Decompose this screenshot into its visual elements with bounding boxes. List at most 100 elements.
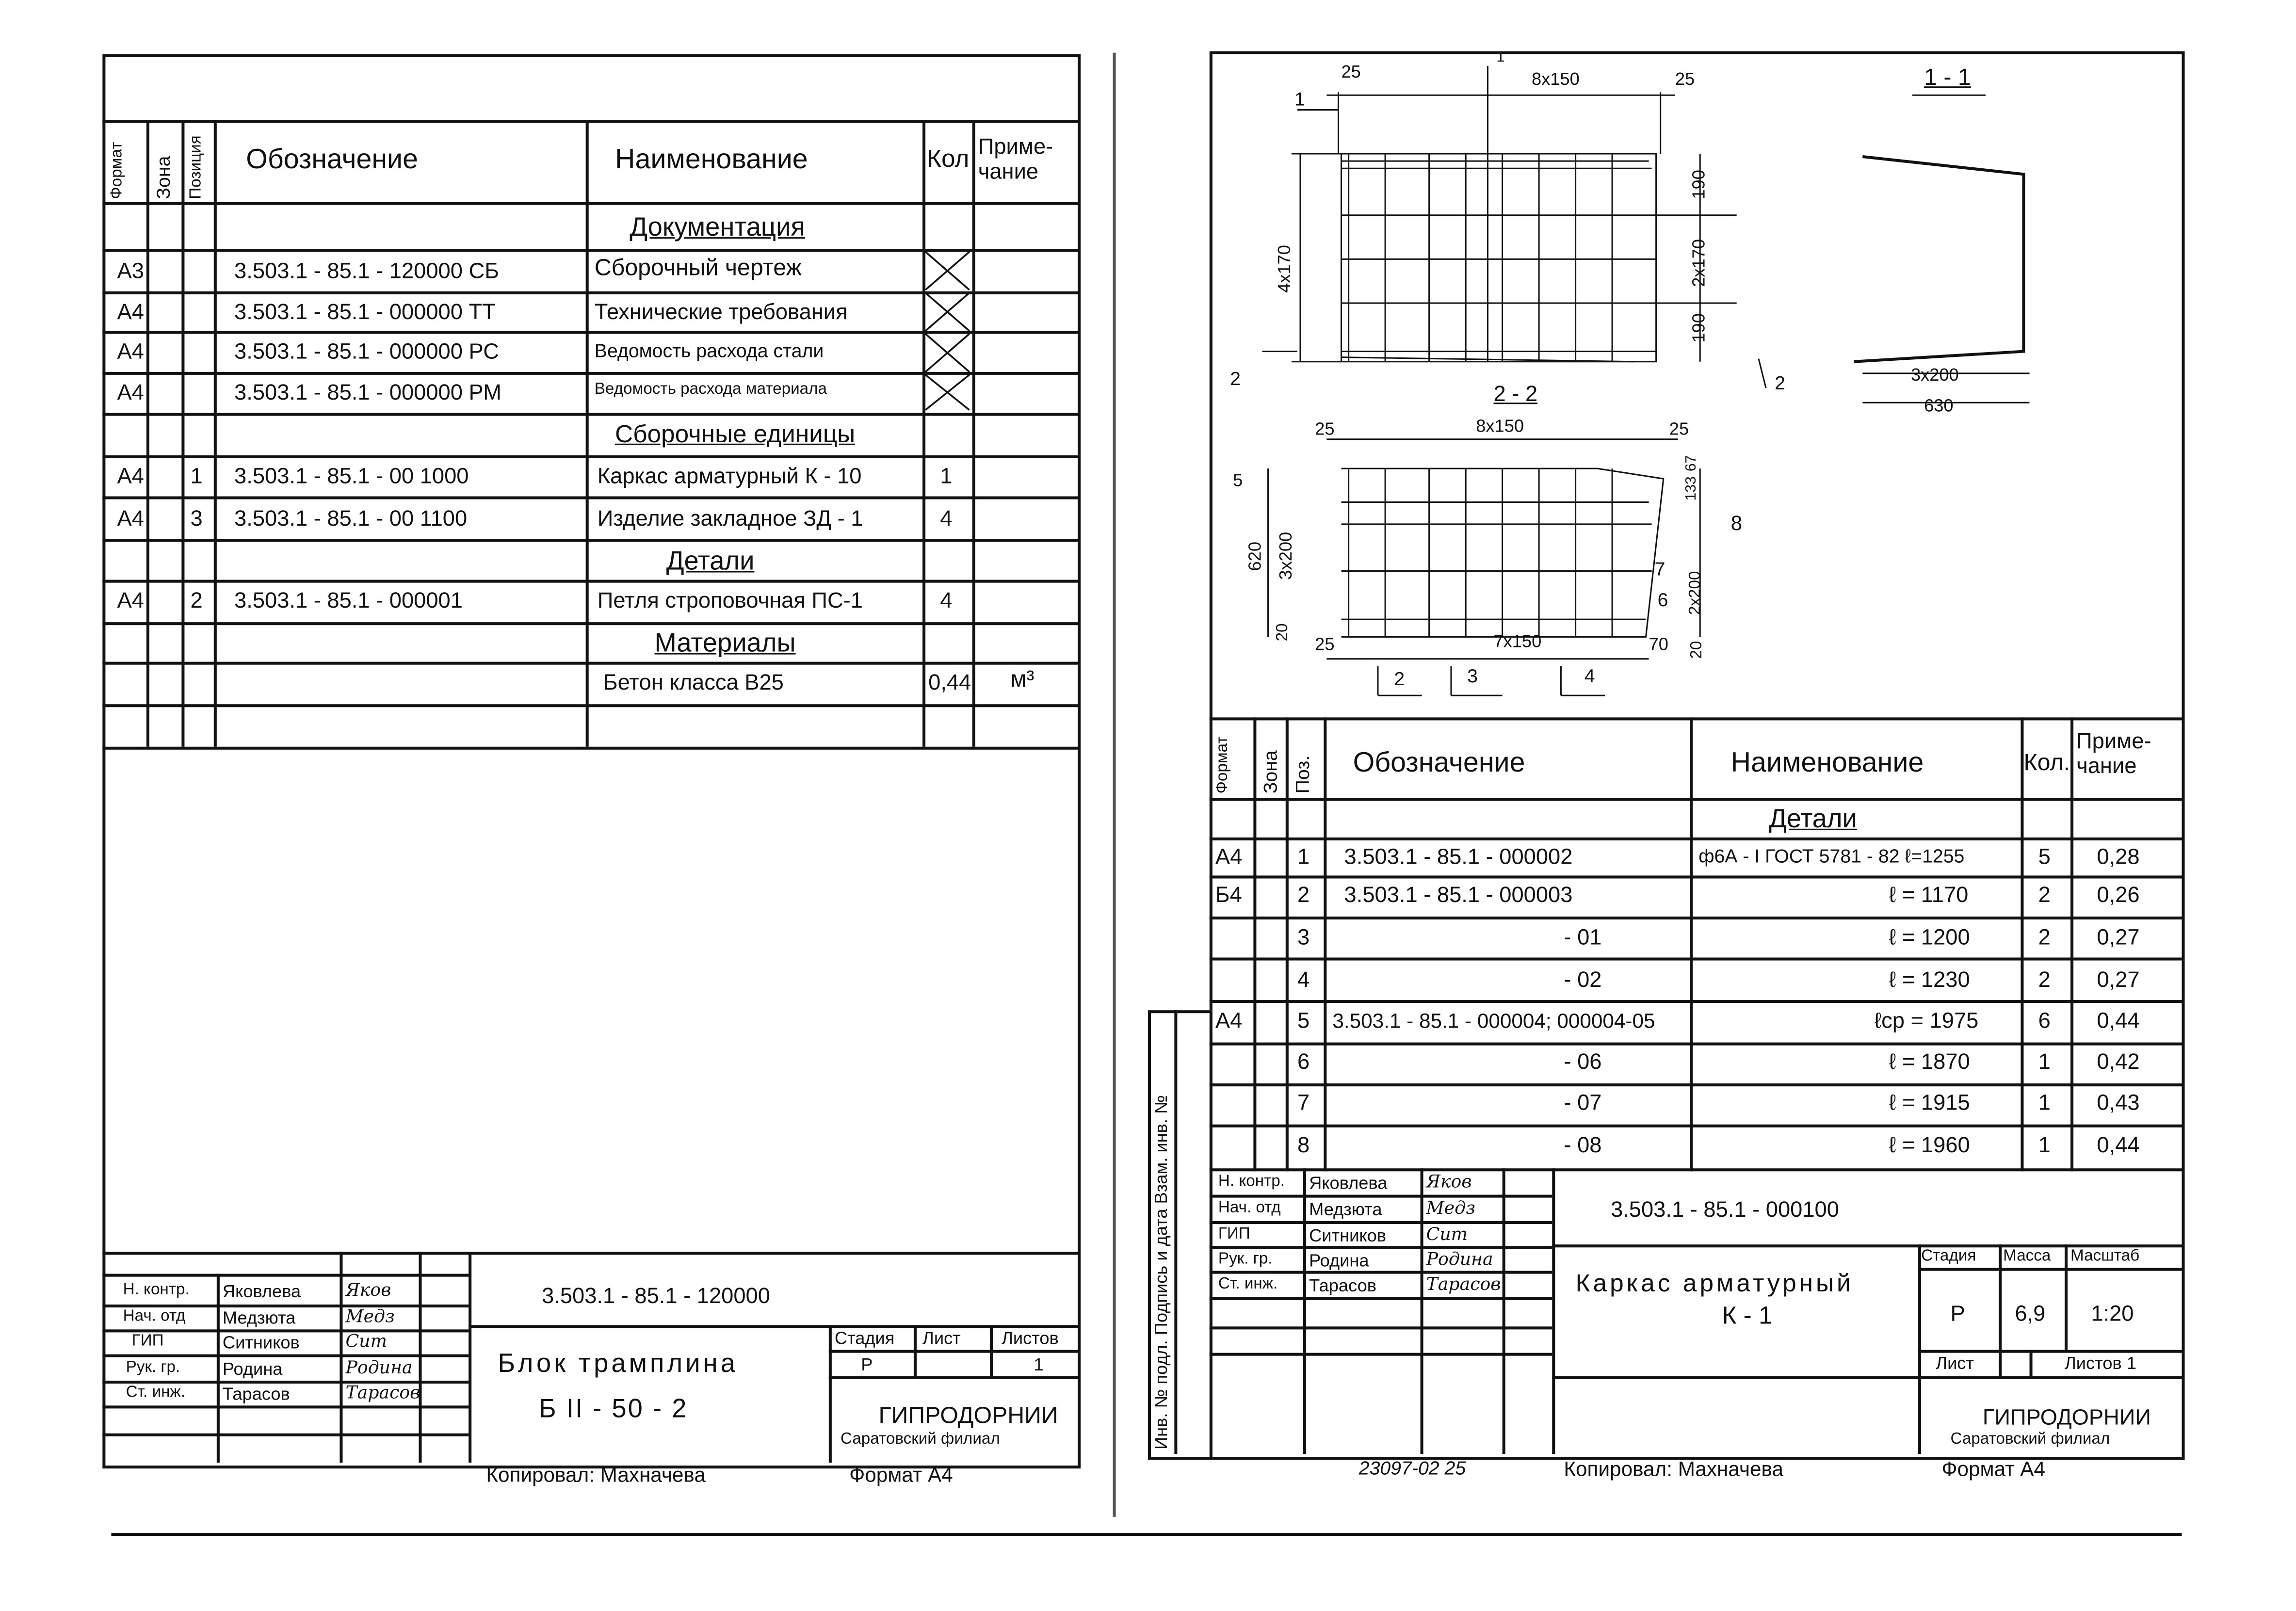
rule — [216, 1273, 219, 1463]
header-note: Приме- чание — [978, 134, 1053, 185]
signature: Родина — [1426, 1249, 1493, 1270]
signature: Сит — [345, 1331, 387, 1352]
rule — [1209, 837, 2182, 840]
spec-row-designation: 3.503.1 - 85.1 - 000001 — [234, 588, 463, 614]
spec-row-name: Изделие закладное ЗД - 1 — [597, 506, 863, 532]
rule — [922, 120, 925, 747]
stamp-role: Ст. инж. — [126, 1384, 185, 1402]
rule — [2021, 717, 2023, 1172]
signature: Родина — [345, 1357, 413, 1378]
spec-row-mass: 0,26 — [2097, 883, 2140, 908]
header-pos: Поз. — [1291, 755, 1314, 794]
rule — [102, 1354, 469, 1357]
spec-row-position: 3 — [1297, 925, 1310, 950]
dim-label: 5 — [1233, 470, 1243, 491]
rule — [2029, 1350, 2032, 1376]
dim-label: 25 — [1669, 419, 1689, 439]
rule — [102, 704, 1078, 707]
spec-row-position: 7 — [1297, 1091, 1310, 1116]
side-stamp — [1148, 1010, 1213, 1460]
rule — [1209, 717, 2182, 720]
rule — [1209, 1194, 1552, 1197]
rule — [102, 120, 1078, 123]
header-position: Позиция — [187, 135, 205, 199]
rule — [102, 1405, 469, 1408]
spec-row-format: А4 — [117, 588, 144, 614]
cut-mark: 2 — [1230, 367, 1241, 390]
spec-row-designation: - 08 — [1564, 1133, 1602, 1159]
stamp-person: Ситников — [1309, 1225, 1387, 1246]
org-sub: Саратовский филиал — [1950, 1430, 2110, 1448]
rule — [1209, 1083, 2182, 1086]
spec-row-qty: 4 — [940, 506, 953, 532]
spec-row-name: Ведомость расхода стали — [594, 339, 824, 362]
stamp-person: Родина — [222, 1358, 283, 1380]
rule — [102, 746, 1078, 749]
doc-code: 3.503.1 - 85.1 - 000100 — [1611, 1197, 1839, 1223]
rule — [1552, 1168, 1554, 1454]
spec-row-designation: 3.503.1 - 85.1 - 000000 РС — [234, 339, 499, 365]
spec-row-designation: 3.503.1 - 85.1 - 120000 СБ — [234, 259, 499, 284]
spec-row-position: 6 — [1297, 1049, 1310, 1075]
rule — [1552, 1376, 2182, 1379]
spec-row-name: Каркас арматурный К - 10 — [597, 464, 862, 489]
section-1-1-label: 1 - 1 — [1924, 65, 1971, 91]
stamp-person: Яковлева — [222, 1281, 301, 1302]
dim-label: 25 — [1315, 634, 1335, 655]
spec-row-name: ℓ = 1230 — [1889, 967, 1970, 993]
header-format: Формат — [1213, 736, 1232, 794]
signature: Сит — [1426, 1224, 1468, 1245]
header-zone: Зона — [1259, 750, 1281, 794]
spec-row-name: Технические требования — [594, 300, 848, 325]
rule — [1420, 1168, 1423, 1454]
stage-value: Р — [1950, 1302, 1965, 1327]
stamp-role: Ст. инж. — [1218, 1275, 1278, 1293]
sheet-label: Лист — [1936, 1353, 1974, 1373]
spec-row-name: ℓ = 1200 — [1889, 925, 1970, 950]
rule — [2064, 1244, 2067, 1350]
spec-row-format: А4 — [1215, 1009, 1243, 1034]
rebar-cage-drawing — [1262, 65, 2030, 696]
format-label: Формат А4 — [1941, 1457, 2045, 1481]
section-materials: Материалы — [654, 628, 796, 658]
rule — [469, 1252, 471, 1463]
rule — [102, 202, 1078, 205]
stamp-person: Ситников — [222, 1332, 300, 1353]
spec-row-designation: 3.503.1 - 85.1 - 00 1100 — [234, 506, 468, 532]
rule — [340, 1252, 342, 1463]
rule — [1918, 1350, 2182, 1353]
spec-row-position: 3 — [190, 506, 203, 532]
cut-mark: 1 — [1294, 88, 1305, 110]
rule — [828, 1325, 831, 1463]
spec-row-format: А4 — [1215, 845, 1243, 870]
spec-row-mass: 0,28 — [2097, 845, 2140, 870]
spec-row-position: 1 — [190, 464, 203, 489]
spec-row-qty: 2 — [2038, 967, 2051, 993]
rule — [102, 580, 1078, 582]
spec-row-name: ℓ = 1170 — [1889, 883, 1969, 908]
section-assemblies: Сборочные единицы — [615, 420, 856, 448]
header-designation: Обозначение — [246, 145, 419, 176]
spec-row-qty: 0,44 — [928, 670, 971, 696]
spec-row-position: 8 — [1297, 1133, 1310, 1159]
rule — [1209, 1168, 2182, 1171]
dim-label: 190 — [1688, 170, 1709, 199]
rule — [102, 455, 1078, 458]
stamp-person: Медзюта — [1309, 1199, 1382, 1220]
rule — [1209, 1000, 2182, 1002]
rule — [102, 1273, 469, 1276]
rule — [102, 1433, 469, 1436]
rule — [1209, 875, 2182, 878]
rule — [1324, 717, 1326, 1172]
spec-row-qty: 1 — [2038, 1049, 2051, 1075]
mass-label: Масса — [2003, 1247, 2051, 1265]
header-designation: Обозначение — [1353, 748, 1525, 779]
dim-label: 630 — [1924, 395, 1954, 416]
spec-row-mass: 0,44 — [2097, 1133, 2140, 1159]
rule — [102, 291, 1078, 294]
rule — [1552, 1244, 2182, 1247]
spec-row-position: 5 — [1297, 1009, 1310, 1034]
page-separator — [1113, 52, 1116, 1517]
spec-row-qty: 1 — [2038, 1133, 2051, 1159]
rule — [1285, 717, 1288, 1172]
